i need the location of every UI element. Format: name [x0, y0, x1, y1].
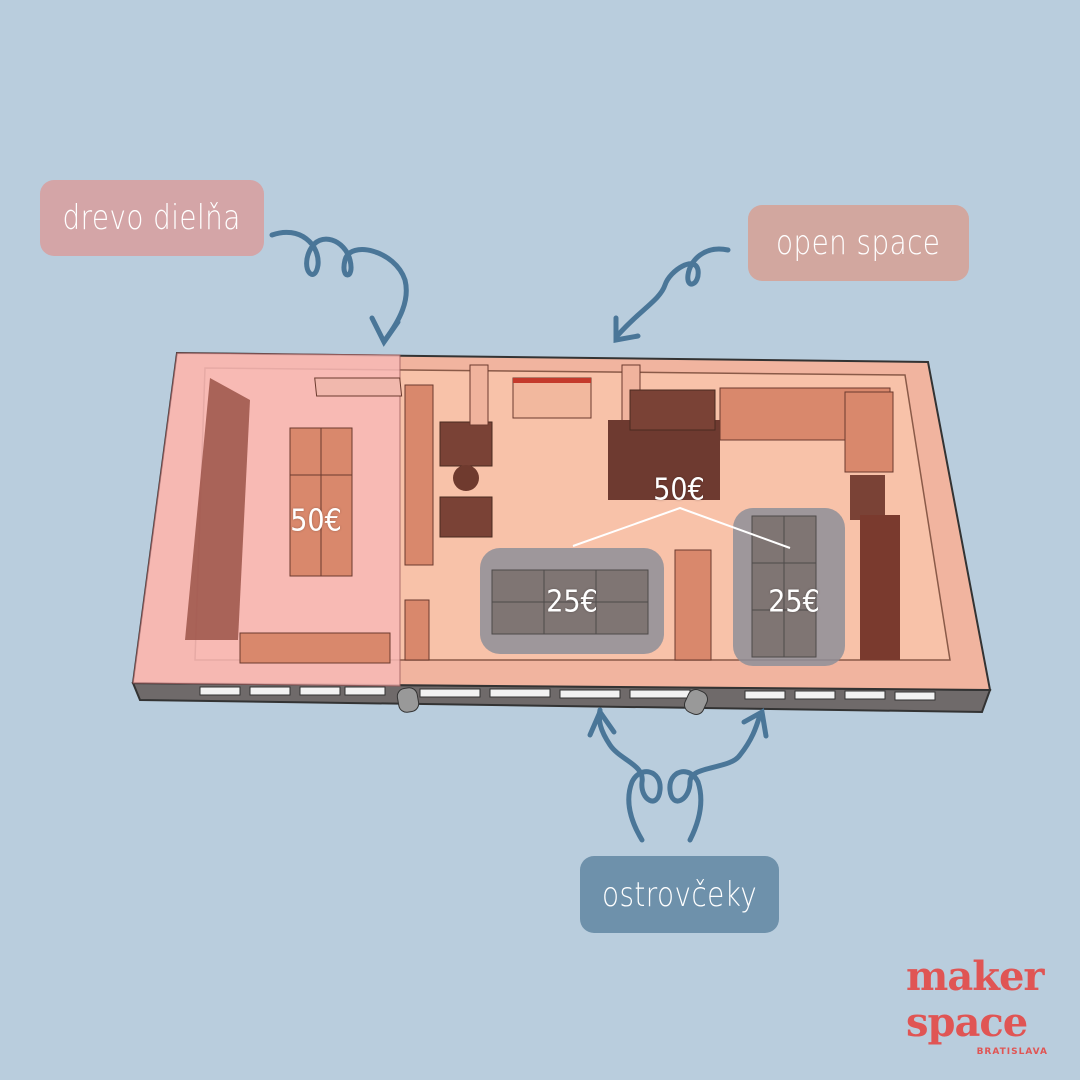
arrow-to-drevo [269, 229, 409, 343]
arrows [269, 229, 769, 843]
arrow-head-drevo [369, 315, 401, 347]
arrow-to-island-1 [596, 707, 663, 843]
label-drevo-dielna: drevo dielňa [40, 180, 264, 256]
arrow-head-island-2 [741, 708, 769, 739]
arrow-head-island-1 [587, 706, 617, 738]
logo-line-3: BRATISLAVA [976, 1047, 1048, 1057]
label-ostrovceky-text: ostrovčeky [601, 874, 758, 915]
price-ostrovcek-1: 25€ [546, 584, 598, 620]
front-pillar [396, 687, 420, 713]
label-open-space-text: open space [776, 223, 941, 263]
front-pillar [683, 689, 709, 715]
label-open-space: open space [748, 205, 969, 281]
shelf-middle [674, 549, 712, 661]
arrow-to-open [615, 246, 731, 338]
ceiling-vent [314, 377, 403, 397]
price-drevo-dielna: 50€ [290, 503, 342, 539]
right-wall-cabinet [860, 515, 900, 660]
label-drevo-dielna-text: drevo dielňa [62, 198, 242, 238]
pillar [469, 364, 489, 426]
door-frame [513, 378, 591, 383]
desk-area [608, 420, 720, 500]
cabinet [850, 475, 885, 520]
round-table [453, 465, 479, 491]
price-connector [572, 506, 791, 549]
arrow-to-island-2 [667, 712, 763, 843]
shelf-left [404, 384, 434, 566]
door [512, 377, 592, 419]
windows [199, 686, 936, 701]
makerspace-logo: maker space BRATISLAVA [906, 954, 1056, 1058]
cabinet [629, 389, 716, 431]
bench-bottom [239, 632, 391, 664]
shelf-small [404, 599, 430, 661]
sofa-bottom [439, 496, 493, 538]
logo-line-2: space [906, 999, 1028, 1046]
shelf-corner [844, 391, 894, 473]
logo-line-1: maker [906, 953, 1044, 1000]
sofa-top [439, 421, 493, 467]
price-ostrovcek-2: 25€ [768, 584, 820, 620]
left-wall-cabinets [185, 378, 250, 640]
island-2-tables [751, 515, 817, 658]
arrow-head-open [613, 315, 641, 343]
price-open-space: 50€ [653, 472, 705, 508]
label-ostrovceky: ostrovčeky [580, 856, 779, 933]
island-1-tables [491, 569, 649, 635]
